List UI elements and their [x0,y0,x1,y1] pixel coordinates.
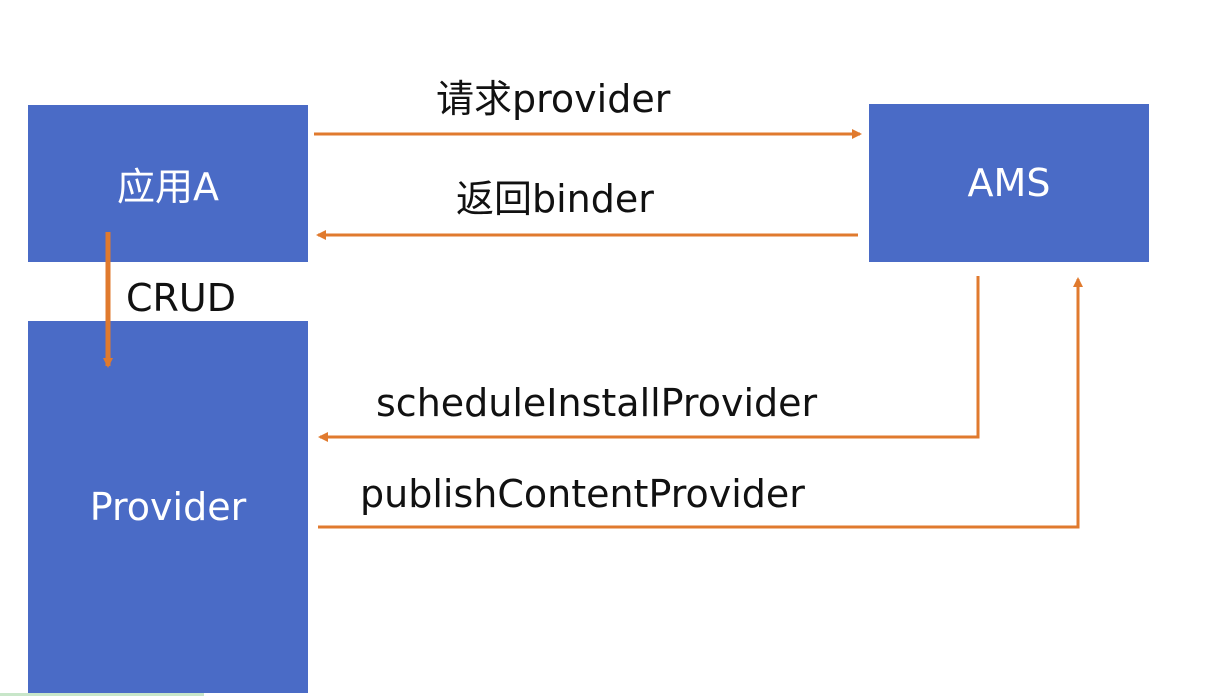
edge-label-return-binder: 返回binder [456,177,654,221]
node-app-a: 应用A [28,105,308,262]
node-app-a-label: 应用A [117,165,219,209]
edge-label-crud: CRUD [126,276,237,320]
node-provider-label: Provider [89,485,247,529]
edge-label-schedule-install-provider: scheduleInstallProvider [376,381,818,425]
node-ams-label: AMS [967,161,1051,205]
edge-label-request-provider: 请求provider [436,77,671,121]
edge-label-publish-content-provider: publishContentProvider [360,472,805,516]
node-provider: Provider [28,321,308,693]
bottom-progress-strip [0,693,204,696]
node-ams: AMS [869,104,1149,262]
